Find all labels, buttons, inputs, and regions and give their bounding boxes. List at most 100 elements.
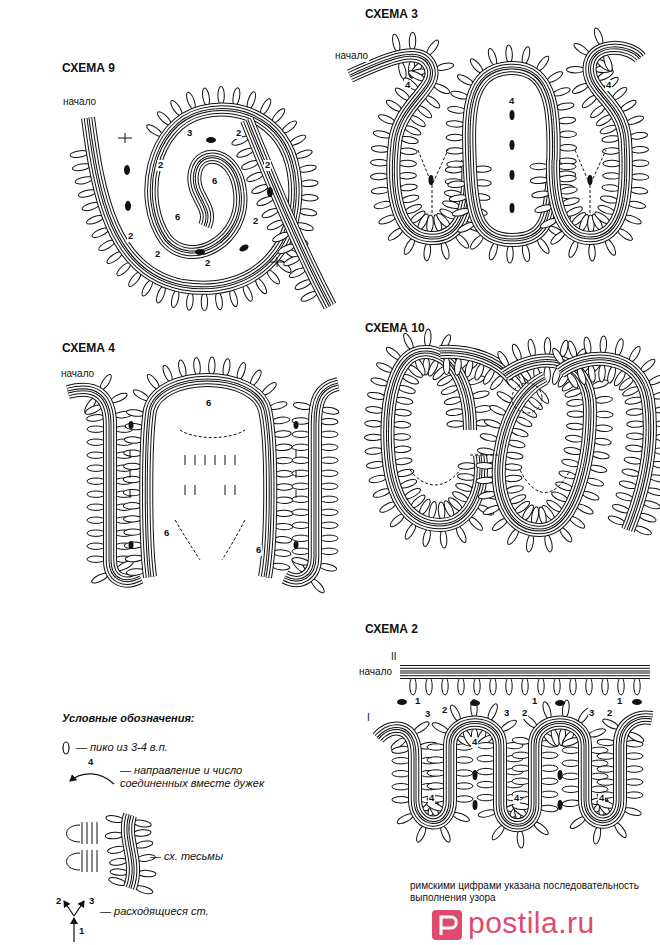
picot-loop: [516, 830, 524, 849]
picot-loop: [446, 408, 465, 416]
callout-number: 6: [255, 545, 262, 556]
callout-number: 4: [87, 757, 94, 768]
braid-band: [499, 361, 590, 530]
callout-number: 4: [605, 80, 612, 91]
callout-number: 4: [404, 80, 411, 91]
braid-band: [400, 672, 650, 673]
picot-loop: [625, 444, 644, 452]
braid-band: [146, 380, 270, 577]
picot-loop: [370, 173, 388, 180]
braid-band: [247, 120, 330, 306]
callout-number: 3: [186, 128, 193, 139]
legend-text: — пико из 3-4 в.п.: [76, 741, 296, 754]
braid-band: [285, 384, 338, 580]
picot-loop: [427, 770, 445, 776]
braid-band: [387, 352, 480, 525]
picot-loop: [274, 444, 292, 451]
braid-band: [560, 359, 650, 530]
picot-loop: [365, 447, 383, 454]
row-number: II: [390, 651, 398, 663]
picot-loop: [320, 509, 338, 515]
picot-loop: [392, 796, 410, 802]
picot-loop: [87, 478, 105, 484]
picot-loop: [505, 451, 524, 460]
legend-text: — расходящиеся ст.: [100, 905, 280, 918]
picot-loop: [292, 431, 310, 437]
picot-loop: [427, 783, 445, 789]
picot-loop: [87, 465, 105, 471]
picot-loop: [398, 160, 416, 167]
picot-loop: [540, 752, 558, 758]
braid-notation-symbol: [67, 822, 98, 872]
braid-band: [560, 359, 650, 530]
braid-band: [247, 120, 330, 306]
callout-number: 4: [513, 793, 520, 804]
braid-band: [387, 352, 480, 525]
braid-path: [553, 48, 640, 238]
picot-loop: [426, 677, 432, 695]
picot-loop: [594, 424, 612, 432]
picot-loop: [300, 194, 318, 201]
picot-loop: [275, 510, 293, 517]
picot-loop: [274, 523, 292, 530]
picot-loop: [87, 491, 105, 497]
braid-path: [88, 110, 295, 288]
braid-band: [350, 55, 468, 238]
picot-loop: [320, 548, 338, 554]
callout-number: 2: [204, 258, 211, 269]
braid-band: [350, 55, 468, 238]
picot-loop: [597, 766, 615, 772]
picot-loop: [457, 473, 476, 481]
callout-number: 2: [252, 216, 259, 227]
picot-loop: [631, 160, 649, 167]
picot-loop: [293, 401, 312, 410]
picot-loop: [512, 737, 531, 745]
callout-number: 2: [441, 705, 448, 716]
picot-loop: [123, 463, 141, 470]
braid-band: [553, 48, 640, 238]
picot-loop: [570, 677, 576, 695]
picot-loop: [477, 742, 495, 748]
braid-band: [68, 390, 140, 581]
callout-number: 4: [508, 96, 515, 107]
picot-loop: [446, 134, 464, 140]
picot-loop: [409, 32, 416, 50]
picot-loop: [365, 420, 383, 427]
braid-path: [560, 359, 650, 530]
braid-band: [128, 815, 133, 888]
picot-loop: [371, 145, 389, 153]
scheme-title: СХЕМА 10: [365, 322, 425, 336]
legend-text: — сх. тесьмы: [150, 850, 300, 863]
tick-marks: [118, 133, 284, 267]
picot-loop: [427, 757, 445, 763]
start-label: начало: [60, 368, 95, 380]
picot-loop: [490, 677, 496, 695]
picot-loop: [446, 120, 464, 127]
picot-loop: [506, 677, 512, 695]
picot-loop: [392, 784, 410, 790]
picot-loop: [458, 677, 464, 695]
picot-loop: [567, 411, 585, 418]
picot-loop: [320, 444, 338, 450]
braid-band: [350, 55, 468, 238]
braid-band: [469, 68, 554, 240]
braid-band: [378, 717, 652, 825]
braid-band: [88, 110, 295, 288]
picot-loop: [621, 468, 640, 478]
braid-band: [499, 361, 590, 530]
braid-band: [387, 352, 480, 525]
picot-loop: [603, 160, 621, 167]
picot-loop: [559, 186, 578, 195]
picot-loop: [630, 187, 649, 195]
picot-loop: [477, 794, 495, 800]
braid-path: [68, 390, 140, 581]
callout-number: 6: [211, 176, 218, 187]
braid-band: [68, 390, 140, 581]
picot-loop: [540, 805, 558, 813]
chain-stitches: [410, 455, 570, 493]
braid-band: [469, 68, 554, 240]
picot-loop: [275, 470, 293, 477]
picot-loop: [631, 173, 649, 180]
braid-path: [400, 672, 650, 673]
callout-number: 2: [55, 896, 62, 907]
